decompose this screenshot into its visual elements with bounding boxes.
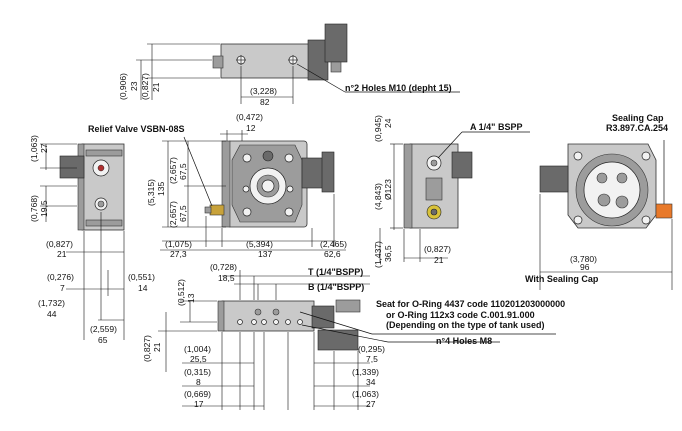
callout-seat-oring-3: (Depending on the type of tank used) xyxy=(386,320,545,330)
callout-b-port: B (1/4"BSPP) xyxy=(308,282,364,292)
dim-bot-75: 7,5 xyxy=(366,354,378,364)
dim-bot-0827: (0,827) xyxy=(142,335,152,362)
dim-side-0827: (0,827) xyxy=(424,244,451,254)
dim-left-2559: (2,559) xyxy=(90,324,117,334)
with-sealing-cap-label: With Sealing Cap xyxy=(525,274,599,284)
dim-bot-8: 8 xyxy=(196,377,201,387)
dim-left-0551: (0,551) xyxy=(128,272,155,282)
dim-left-27: 27 xyxy=(39,143,49,153)
bottom-view xyxy=(217,299,361,351)
dim-left-1732: (1,732) xyxy=(38,298,65,308)
dim-top-82: 82 xyxy=(260,97,270,107)
dim-bot-185: 18,5 xyxy=(218,273,235,283)
dim-left-21: 21 xyxy=(57,249,67,259)
dim-front-273: 27,3 xyxy=(170,249,187,259)
dim-front-2657a: (2,657) xyxy=(168,157,178,184)
dim-bot-34: 34 xyxy=(366,377,376,387)
dim-top-21: 21 xyxy=(151,82,161,92)
dim-bot-27: 27 xyxy=(366,399,376,409)
dim-side-365: 36,5 xyxy=(383,245,393,262)
dim-bot-0295: (0,295) xyxy=(358,344,385,354)
callout-seat-oring-1: Seat for O-Ring 4437 code 11020120300000… xyxy=(376,299,565,309)
dim-front-5315: (5,315) xyxy=(146,179,156,206)
dim-front-1075: (1,075) xyxy=(165,239,192,249)
dim-front-2657b: (2,657) xyxy=(168,201,178,228)
dim-front-626: 62,6 xyxy=(324,249,341,259)
dim-side-d123: Ø123 xyxy=(383,179,393,200)
dim-front-675b: 67,5 xyxy=(178,205,188,222)
dim-bot-13: 13 xyxy=(186,293,196,303)
front-view xyxy=(204,140,335,228)
dim-side-24: 24 xyxy=(383,118,393,128)
dim-left-7: 7 xyxy=(60,283,65,293)
dim-front-2465: (2,465) xyxy=(320,239,347,249)
dim-side-21: 21 xyxy=(434,255,444,265)
dim-front-0472: (0,472) xyxy=(236,112,263,122)
dim-left-195: 19,5 xyxy=(39,200,49,217)
dim-bot-1339: (1,339) xyxy=(352,367,379,377)
dim-side-1437: (1,437) xyxy=(373,241,383,268)
rear-view-sealing-cap xyxy=(539,143,673,229)
dim-top-3228: (3,228) xyxy=(250,86,277,96)
side-view-a-port xyxy=(403,143,473,229)
callout-sealing-cap-code: R3.897.CA.254 xyxy=(606,123,668,133)
dim-left-0768: (0,768) xyxy=(29,195,39,222)
dim-bot-1004: (1,004) xyxy=(184,344,211,354)
dim-left-65: 65 xyxy=(98,335,108,345)
callout-seat-oring-2: or O-Ring 112x3 code C.001.91.000 xyxy=(386,310,535,320)
dim-bot-21: 21 xyxy=(152,342,162,352)
dim-right-96: 96 xyxy=(580,262,590,272)
dim-bot-1063: (1,063) xyxy=(352,389,379,399)
dim-bot-0512: (0,512) xyxy=(176,279,186,306)
dim-left-1063: (1,063) xyxy=(29,135,39,162)
dim-side-0945: (0,945) xyxy=(373,115,383,142)
dim-left-44: 44 xyxy=(47,309,57,319)
dim-front-135: 135 xyxy=(156,182,166,196)
dim-front-675a: 67,5 xyxy=(178,163,188,180)
dim-left-0276: (0,276) xyxy=(47,272,74,282)
dim-bot-255: 25,5 xyxy=(190,354,207,364)
left-side-view xyxy=(59,143,125,231)
dim-left-0827: (0,827) xyxy=(46,239,73,249)
top-view xyxy=(212,23,348,81)
dim-top-0906: (0,906) xyxy=(118,73,128,100)
dim-left-14: 14 xyxy=(138,283,148,293)
dim-bot-17: 17 xyxy=(194,399,204,409)
dim-top-0827: (0,827) xyxy=(140,73,150,100)
dim-front-12: 12 xyxy=(246,123,256,133)
dim-top-23: 23 xyxy=(129,81,139,91)
callout-sealing-cap: Sealing Cap xyxy=(612,113,664,123)
dim-front-137: 137 xyxy=(258,249,272,259)
dim-right-3780: (3,780) xyxy=(570,254,597,264)
callout-holes-m8: n°4 Holes M8 xyxy=(436,336,492,346)
dim-side-4843: (4,843) xyxy=(373,183,383,210)
dim-bot-0315: (0,315) xyxy=(184,367,211,377)
callout-relief-valve: Relief Valve VSBN-08S xyxy=(88,124,185,134)
dim-front-5394: (5,394) xyxy=(246,239,273,249)
callout-holes-m10: n°2 Holes M10 (depht 15) xyxy=(345,83,452,93)
dim-bot-0669: (0,669) xyxy=(184,389,211,399)
callout-t-port: T (1/4"BSPP) xyxy=(308,267,363,277)
dim-bot-0728: (0,728) xyxy=(210,262,237,272)
callout-a-port: A 1/4" BSPP xyxy=(470,122,522,132)
